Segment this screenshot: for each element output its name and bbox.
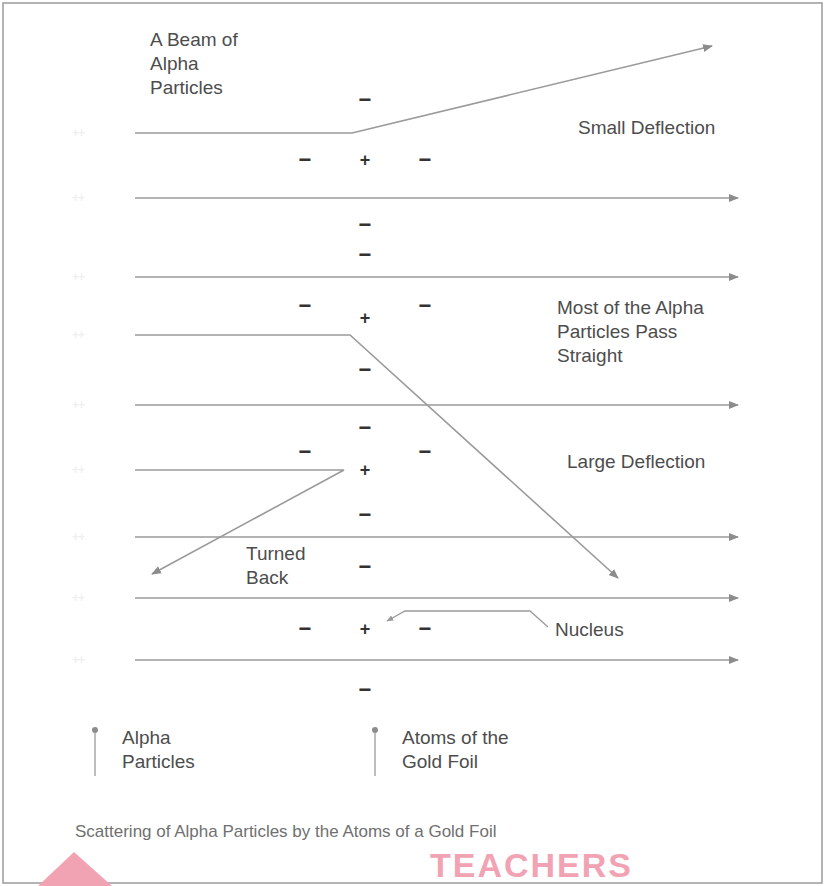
charge-sign: − [359,359,372,381]
caption: Scattering of Alpha Particles by the Ato… [75,822,496,842]
nucleus: + [345,450,385,490]
nucleus-circle [346,610,384,648]
pin-line [94,733,95,776]
pin-dot [372,727,378,733]
alpha-circle [61,643,96,678]
alpha-circle [61,581,96,616]
charge-sign: − [299,618,312,640]
gold-atom: − − − − + [282,77,448,243]
alpha-charge: ++ [72,464,84,476]
alpha-charge: ++ [72,531,84,543]
charge-sign: + [360,461,371,479]
charge-sign: − [359,679,372,701]
atom-circle [283,78,448,243]
charge-sign: − [359,504,372,526]
large-deflection-path [135,335,618,578]
charge-sign: − [299,149,312,171]
alpha-charge: ++ [72,654,84,666]
nucleus: + [345,609,385,649]
charge-sign: − [419,149,432,171]
alpha-particle: ++ [60,642,96,678]
nucleus: + [345,298,385,338]
straight-path [135,197,738,199]
charge-sign: − [419,618,432,640]
alpha-circle [61,116,96,151]
watermark: TEACHERS [430,846,633,884]
alpha-charge: ++ [72,192,84,204]
straight-path [135,659,738,661]
annotation-label: Alpha Particles [122,726,214,774]
alpha-circle [61,318,96,353]
atom-circle [283,393,448,558]
alpha-particle: ++ [60,180,96,216]
alpha-particle: ++ [60,519,96,555]
annotation-label: Large Deflection [567,450,705,474]
nucleus: + [345,140,385,180]
alpha-charge: ++ [72,329,84,341]
charge-sign: − [419,441,432,463]
annotation-label: Atoms of the Gold Foil [402,726,532,774]
alpha-circle [61,260,96,295]
charge-sign: + [360,309,371,327]
charge-sign: − [419,295,432,317]
annotation-label: Most of the Alpha Particles Pass Straigh… [557,296,732,368]
alpha-particle: ++ [60,452,96,488]
annotation-label: Small Deflection [578,116,715,140]
atom-circle [283,233,448,398]
alpha-particle: ++ [60,259,96,295]
straight-path [135,597,738,599]
pin-dot [92,727,98,733]
straight-path [135,404,738,406]
gold-atom: − − − − + [282,392,448,558]
alpha-particle: ++ [60,580,96,616]
gold-atom: − − − − + [282,232,448,398]
alpha-particle: ++ [60,115,96,151]
charge-sign: − [359,244,372,266]
charge-sign: − [359,89,372,111]
alpha-charge: ++ [72,399,84,411]
charge-sign: + [360,620,371,638]
alpha-charge: ++ [72,271,84,283]
annotation-label: Turned Back [244,542,330,590]
alpha-particle: ++ [60,387,96,423]
alpha-particle: ++ [60,317,96,353]
nucleus-circle [346,299,384,337]
charge-sign: − [359,214,372,236]
charge-sign: − [359,417,372,439]
annotation-label: A Beam of Alpha Particles [150,28,260,100]
alpha-circle [61,453,96,488]
nucleus-circle [346,451,384,489]
straight-path [135,536,738,538]
charge-sign: − [299,441,312,463]
alpha-circle [61,388,96,423]
alpha-charge: ++ [72,592,84,604]
leader-line [387,611,548,627]
frame [3,3,822,883]
pin-line [374,733,375,776]
alpha-circle [61,181,96,216]
charge-sign: + [360,151,371,169]
watermark-shape [38,852,112,886]
nucleus-circle [346,141,384,179]
alpha-charge: ++ [72,127,84,139]
straight-path [135,276,738,278]
annotation-label: Nucleus [555,618,624,642]
alpha-circle [61,520,96,555]
charge-sign: − [359,556,372,578]
charge-sign: − [299,295,312,317]
